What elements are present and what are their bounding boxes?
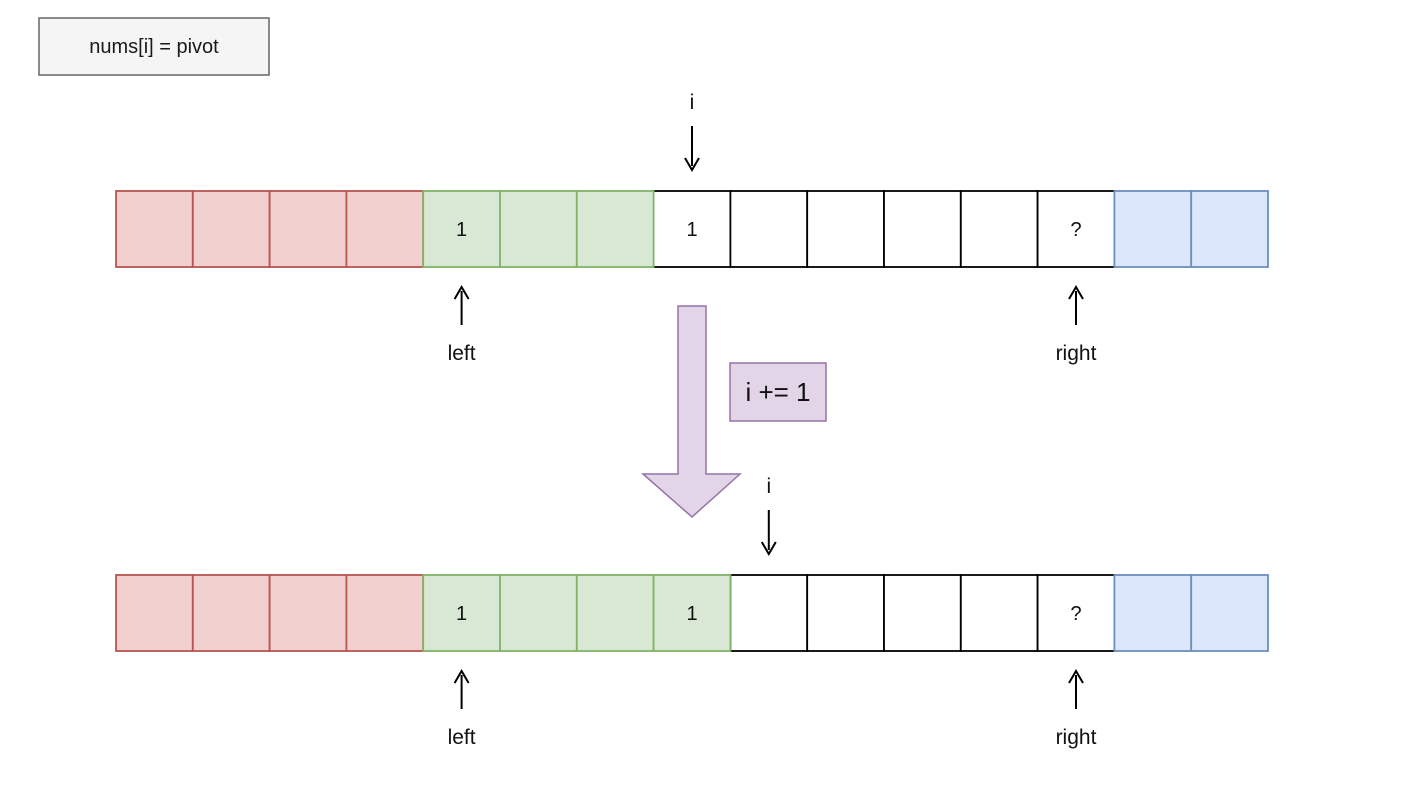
array-row-before: 1? 1 i left right [115, 91, 1269, 365]
cell-box [1036, 190, 1116, 268]
array-cell-less [345, 190, 425, 268]
cell-box [806, 190, 885, 268]
pointer-left-arrow-icon [453, 669, 470, 709]
cell-box [499, 190, 578, 268]
array-cell-unknown: ? [1036, 190, 1116, 268]
array-cell-unknown [883, 574, 962, 652]
array-cell-equal: 1 [422, 574, 501, 652]
array-cell-unknown [729, 574, 809, 652]
array-cell-unknown [883, 190, 962, 268]
array-cell-unknown [959, 574, 1039, 652]
array-cell-equal [575, 190, 655, 268]
array-cell-less [191, 574, 271, 652]
array-cell-less [115, 574, 194, 652]
cell-value: 1 [686, 603, 697, 625]
cell-value: 1 [456, 219, 467, 241]
cell-box [191, 190, 271, 268]
pointer-i-arrow-icon [684, 126, 700, 172]
pointer-i-label: i [766, 475, 771, 498]
cell-box [1036, 574, 1116, 652]
cell-box [1113, 574, 1193, 652]
cell-box [652, 190, 732, 268]
cell-box [806, 574, 885, 652]
pointer-left-label: left [448, 726, 476, 749]
cell-box [575, 574, 655, 652]
array-cell-equal [575, 574, 655, 652]
cell-box [883, 190, 962, 268]
cell-box [115, 190, 194, 268]
cell-box [1190, 190, 1269, 268]
pointer-right-arrow-icon [1068, 285, 1084, 325]
cell-box [959, 190, 1039, 268]
array-cell-less [345, 574, 425, 652]
array-cell-unknown: 1 [652, 190, 732, 268]
cell-value: 1 [686, 219, 697, 241]
transition-arrow [641, 305, 742, 519]
cell-box [729, 190, 809, 268]
array-cell-unknown [959, 190, 1039, 268]
pointer-right-label: right [1056, 726, 1097, 749]
cell-box [499, 574, 578, 652]
pointer-right-arrow-icon [1068, 669, 1084, 709]
cell-value: ? [1070, 603, 1081, 625]
array-cell-less [268, 574, 348, 652]
array-cell-equal [499, 574, 578, 652]
array-cell-greater [1190, 574, 1269, 652]
pointer-i-arrow-icon [760, 510, 777, 556]
array-cell-unknown [806, 574, 885, 652]
cell-box [959, 574, 1039, 652]
pointer-right-label: right [1056, 342, 1097, 365]
pointer-left-arrow-icon [453, 285, 470, 325]
condition-box: nums[i] = pivot [38, 17, 270, 76]
cell-box [115, 574, 194, 652]
cell-box [575, 190, 655, 268]
array-cell-equal: 1 [652, 574, 732, 652]
down-block-arrow-icon [641, 305, 742, 519]
cell-box [883, 574, 962, 652]
cell-box [345, 190, 425, 268]
cell-box [268, 574, 348, 652]
step-box: i += 1 [729, 362, 827, 422]
array-cell-greater [1113, 190, 1193, 268]
cell-box [268, 190, 348, 268]
step-label: i += 1 [745, 377, 810, 407]
cell-box [1113, 190, 1193, 268]
cell-box [345, 574, 425, 652]
condition-box-frame [38, 17, 270, 76]
cell-value: ? [1070, 219, 1081, 241]
array-cell-less [268, 190, 348, 268]
cell-box [729, 574, 809, 652]
array-cell-less [115, 190, 194, 268]
condition-label: nums[i] = pivot [89, 36, 219, 58]
cell-box [191, 574, 271, 652]
pointer-left-label: left [448, 342, 476, 365]
step-box-frame [729, 362, 827, 422]
array-row-after: ? 1 1 i left right [115, 475, 1269, 749]
cell-value: 1 [456, 603, 467, 625]
array-cell-unknown [806, 190, 885, 268]
array-cell-less [191, 190, 271, 268]
array-cells: 1? 1 [115, 190, 1269, 268]
array-cell-greater [1113, 574, 1193, 652]
cell-box [1190, 574, 1269, 652]
array-cell-unknown [729, 190, 809, 268]
array-cell-greater [1190, 190, 1269, 268]
array-cell-unknown: ? [1036, 574, 1116, 652]
array-cell-equal: 1 [422, 190, 501, 268]
cell-box [422, 574, 501, 652]
array-cell-equal [499, 190, 578, 268]
cell-box [652, 574, 732, 652]
array-cells: ? 1 1 [115, 574, 1269, 652]
cell-box [422, 190, 501, 268]
pointer-i-label: i [690, 91, 695, 114]
